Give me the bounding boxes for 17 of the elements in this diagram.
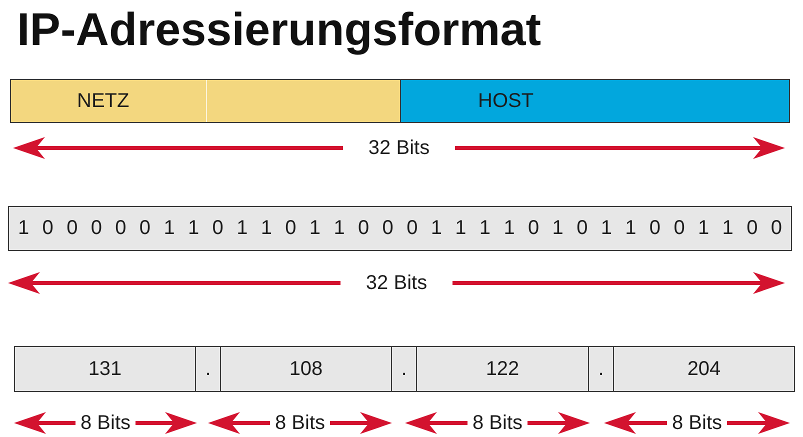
- title: IP-Adressierungsformat: [17, 2, 542, 56]
- host-segment: HOST: [400, 79, 790, 123]
- dimension-label: 32 Bits: [368, 136, 430, 160]
- octet-cell: 122: [416, 346, 589, 392]
- separator-cell: .: [588, 346, 614, 392]
- octet-cell: 204: [613, 346, 795, 392]
- separator-cell: .: [391, 346, 417, 392]
- octet-cell: 108: [220, 346, 392, 392]
- network-segment: NETZ: [10, 79, 401, 123]
- separator-cell: .: [195, 346, 221, 392]
- dimension-label: 8 Bits: [80, 411, 131, 435]
- dimension-label: 8 Bits: [672, 411, 722, 435]
- octet-cell: 131: [14, 346, 196, 392]
- dimension-label: 8 Bits: [472, 411, 523, 435]
- dimension-label: 8 Bits: [274, 411, 326, 435]
- bit-string-field: 1 0 0 0 0 0 1 1 0 1 1 0 1 1 0 0 0 1 1 1 1 0 1 0 1 1 0 0 1 1 0 0: [8, 206, 792, 251]
- dimension-label: 32 Bits: [366, 271, 428, 295]
